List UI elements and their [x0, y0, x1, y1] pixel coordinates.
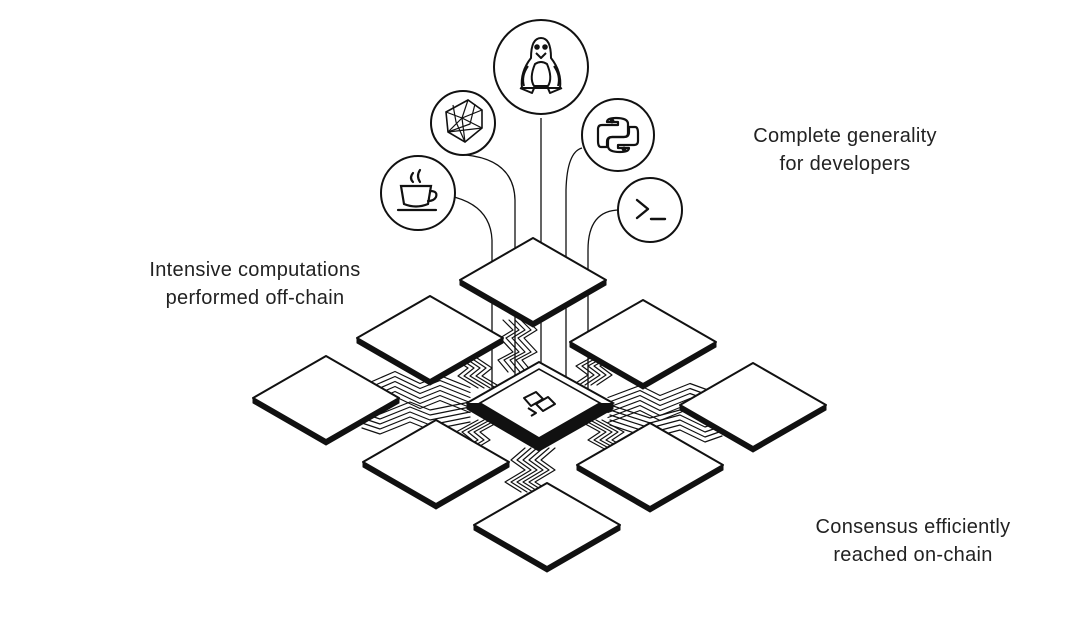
on-chain-caption: Consensus efficiently reached on-chain: [768, 513, 1058, 569]
top-tile: [459, 237, 607, 328]
chain-tiles: [252, 237, 827, 573]
on-chain-caption-line-1: Consensus efficiently: [815, 516, 1011, 538]
upper-left-tile: [356, 295, 504, 386]
developers-caption-line-2: for developers: [779, 153, 911, 175]
linux-penguin-icon: [493, 19, 589, 115]
off-chain-caption-line-1: Intensive computations: [149, 259, 361, 281]
left-tile: [252, 355, 400, 446]
java-cup-icon: [380, 155, 456, 231]
cartesi-logo-icon: [523, 391, 556, 417]
lower-left-tile: [362, 419, 510, 510]
off-chain-caption-line-2: performed off-chain: [165, 287, 345, 309]
python-icon: [581, 98, 655, 172]
ruby-gem-icon: [430, 90, 496, 156]
central-chip: [465, 360, 616, 452]
terminal-icon: [617, 177, 683, 243]
right-tile: [679, 362, 827, 453]
lower-right-tile: [576, 422, 724, 513]
off-chain-caption: Intensive computations performed off-cha…: [110, 256, 400, 312]
on-chain-caption-line-2: reached on-chain: [833, 544, 993, 566]
bottom-tile: [473, 482, 621, 573]
developers-caption: Complete generality for developers: [700, 122, 990, 178]
upper-right-tile: [569, 299, 717, 390]
developers-caption-line-1: Complete generality: [753, 125, 937, 147]
